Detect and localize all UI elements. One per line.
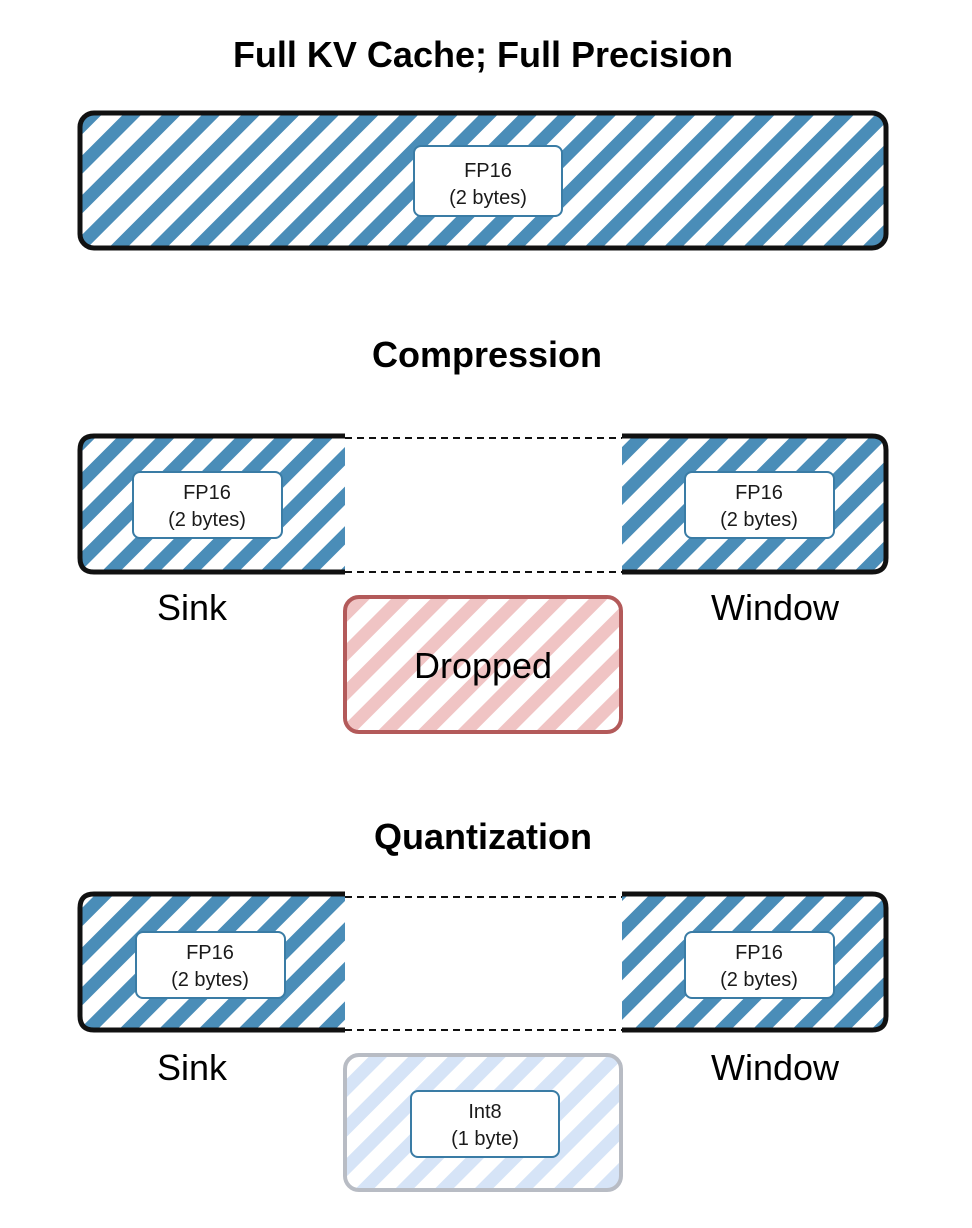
quantization-window-label: Window bbox=[711, 1047, 840, 1088]
quantization-sink-size: (2 bytes) bbox=[171, 969, 249, 991]
compression-window-size: (2 bytes) bbox=[720, 509, 798, 531]
compression-section-title: Compression bbox=[372, 334, 602, 375]
quantization-window-dtype: FP16 bbox=[735, 942, 783, 964]
full-cache-dtype: FP16 bbox=[464, 160, 512, 182]
quantization-window-label-box bbox=[684, 931, 835, 999]
int8-label-box bbox=[410, 1090, 560, 1158]
compression-sink-size: (2 bytes) bbox=[168, 509, 246, 531]
compression-sink-label-box bbox=[132, 471, 283, 539]
compression-window-dtype: FP16 bbox=[735, 482, 783, 504]
int8-dtype: Int8 bbox=[468, 1101, 501, 1123]
compression-window-label: Window bbox=[711, 587, 840, 628]
quantization-window-size: (2 bytes) bbox=[720, 969, 798, 991]
full-cache-label-box bbox=[413, 145, 563, 217]
compression-window-label-box bbox=[684, 471, 835, 539]
quantization-sink-block bbox=[77, 891, 345, 1033]
compression-sink-label: Sink bbox=[157, 587, 228, 628]
dropped-label: Dropped bbox=[414, 645, 552, 686]
compression-sink-block bbox=[77, 433, 345, 575]
compression-window-block bbox=[622, 433, 889, 575]
dropped-block bbox=[343, 595, 623, 734]
quantization-sink-label: Sink bbox=[157, 1047, 228, 1088]
quantization-sink-dtype: FP16 bbox=[186, 942, 234, 964]
full-section-title: Full KV Cache; Full Precision bbox=[233, 34, 733, 75]
compression-sink-dtype: FP16 bbox=[183, 482, 231, 504]
int8-size: (1 byte) bbox=[451, 1128, 519, 1150]
quantization-section-title: Quantization bbox=[374, 816, 592, 857]
quantization-sink-label-box bbox=[135, 931, 286, 999]
quantization-window-block bbox=[622, 891, 889, 1033]
full-cache-size: (2 bytes) bbox=[449, 187, 527, 209]
